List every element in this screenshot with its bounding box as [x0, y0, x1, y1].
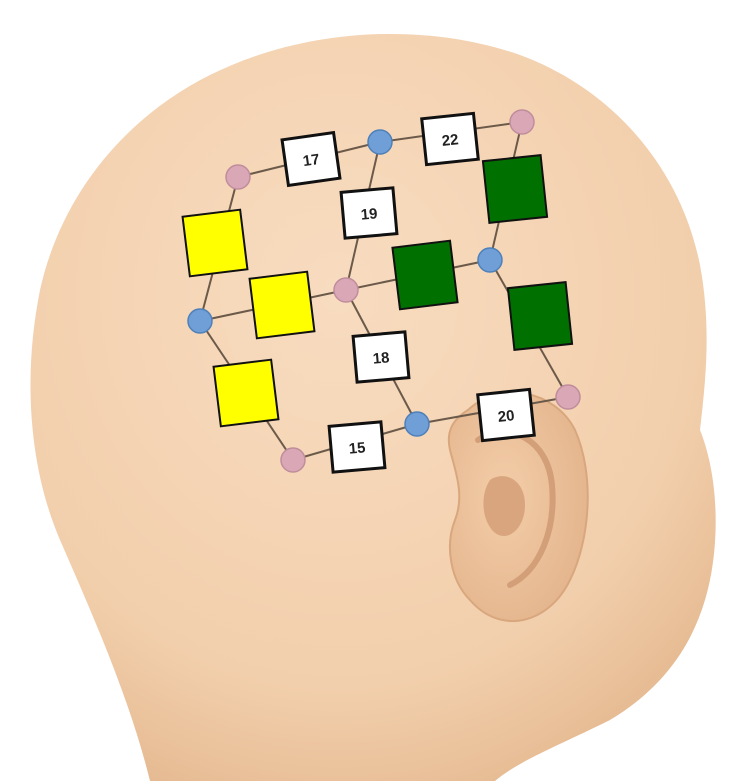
- green-highlight-square: [508, 282, 572, 350]
- channel-label-box: 22: [422, 113, 479, 164]
- channel-label-text: 22: [441, 131, 459, 150]
- detector-optode: [281, 448, 305, 472]
- channel-label-text: 19: [360, 205, 378, 223]
- channel-label-text: 17: [302, 151, 321, 170]
- detector-optode: [510, 110, 534, 134]
- source-optode: [188, 309, 212, 333]
- channel-label-text: 20: [497, 407, 515, 426]
- green-highlight-square: [483, 155, 547, 223]
- yellow-highlight-square: [250, 272, 315, 339]
- channel-label-box: 19: [341, 188, 397, 238]
- detector-optode: [226, 165, 250, 189]
- detector-optode: [334, 278, 358, 302]
- detector-optode: [556, 385, 580, 409]
- yellow-highlight-square: [214, 360, 279, 427]
- channel-label-box: 20: [478, 389, 535, 440]
- green-highlight-square: [392, 241, 457, 310]
- channel-label-box: 17: [282, 133, 340, 186]
- channel-label-text: 18: [372, 349, 390, 367]
- source-optode: [368, 130, 392, 154]
- yellow-highlight-square: [183, 210, 248, 277]
- channel-label-box: 18: [353, 332, 409, 382]
- source-optode: [405, 412, 429, 436]
- channel-label-box: 15: [329, 422, 385, 472]
- source-optode: [478, 248, 502, 272]
- channel-label-text: 15: [348, 439, 366, 457]
